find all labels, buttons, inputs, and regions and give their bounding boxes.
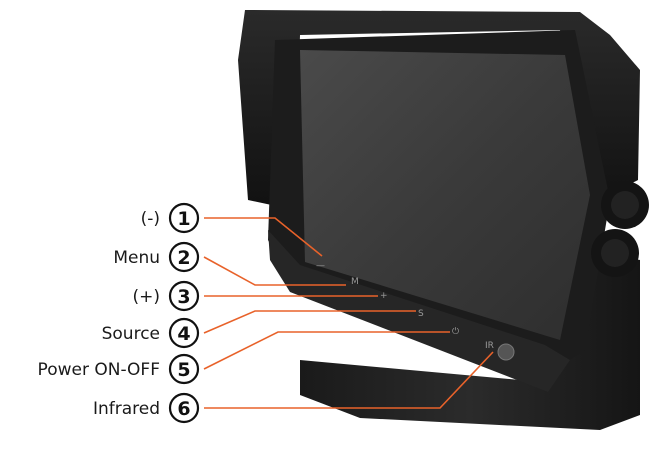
leader-line-4: [203, 310, 416, 334]
callout-circle-5: [168, 353, 200, 385]
side-knobs: [591, 181, 649, 277]
callout-menu: Menu 2: [113, 241, 200, 273]
callout-plus: (+) 3: [132, 280, 200, 312]
callout-power: Power ON-OFF 5: [38, 353, 200, 385]
callout-circle-3: [168, 280, 200, 312]
callout-circle-2: [168, 241, 200, 273]
leader-line-6: [204, 351, 494, 409]
callout-number-1: 1: [177, 208, 190, 230]
leader-line-2: [203, 256, 346, 286]
leader-line-5: [203, 331, 450, 370]
callout-label-source: Source: [102, 324, 160, 344]
panel-mark-ir: IR: [485, 341, 494, 351]
panel-mark-menu: M: [351, 277, 359, 287]
callout-number-4: 4: [177, 323, 190, 345]
callout-label-infrared: Infrared: [93, 399, 160, 419]
panel-mark-plus: +: [380, 291, 388, 301]
callout-circle-6: [168, 392, 200, 424]
panel-mark-minus: —: [316, 261, 325, 271]
callout-number-3: 3: [177, 286, 190, 308]
callout-number-6: 6: [177, 398, 190, 420]
callout-number-2: 2: [177, 247, 190, 269]
callout-label-plus: (+): [132, 287, 160, 307]
callout-minus: (-) 1: [141, 202, 200, 234]
ir-sensor: [497, 343, 515, 361]
bottom-bezel: [268, 230, 570, 392]
callout-label-minus: (-): [141, 209, 160, 229]
callout-infrared: Infrared 6: [93, 392, 200, 424]
leader-line-1: [204, 217, 323, 257]
callout-number-5: 5: [177, 359, 190, 381]
panel-mark-power: ⏻: [452, 326, 459, 337]
callout-label-power: Power ON-OFF: [38, 360, 160, 380]
callout-source: Source 4: [102, 317, 200, 349]
callout-circle-1: [168, 202, 200, 234]
leader-lines: [203, 217, 494, 409]
monitor-screen: [300, 50, 590, 340]
panel-mark-source: S: [418, 309, 424, 319]
monitor-illustration: — M + S ⏻ IR: [238, 10, 649, 430]
callout-label-menu: Menu: [113, 248, 160, 268]
callout-circle-4: [168, 317, 200, 349]
